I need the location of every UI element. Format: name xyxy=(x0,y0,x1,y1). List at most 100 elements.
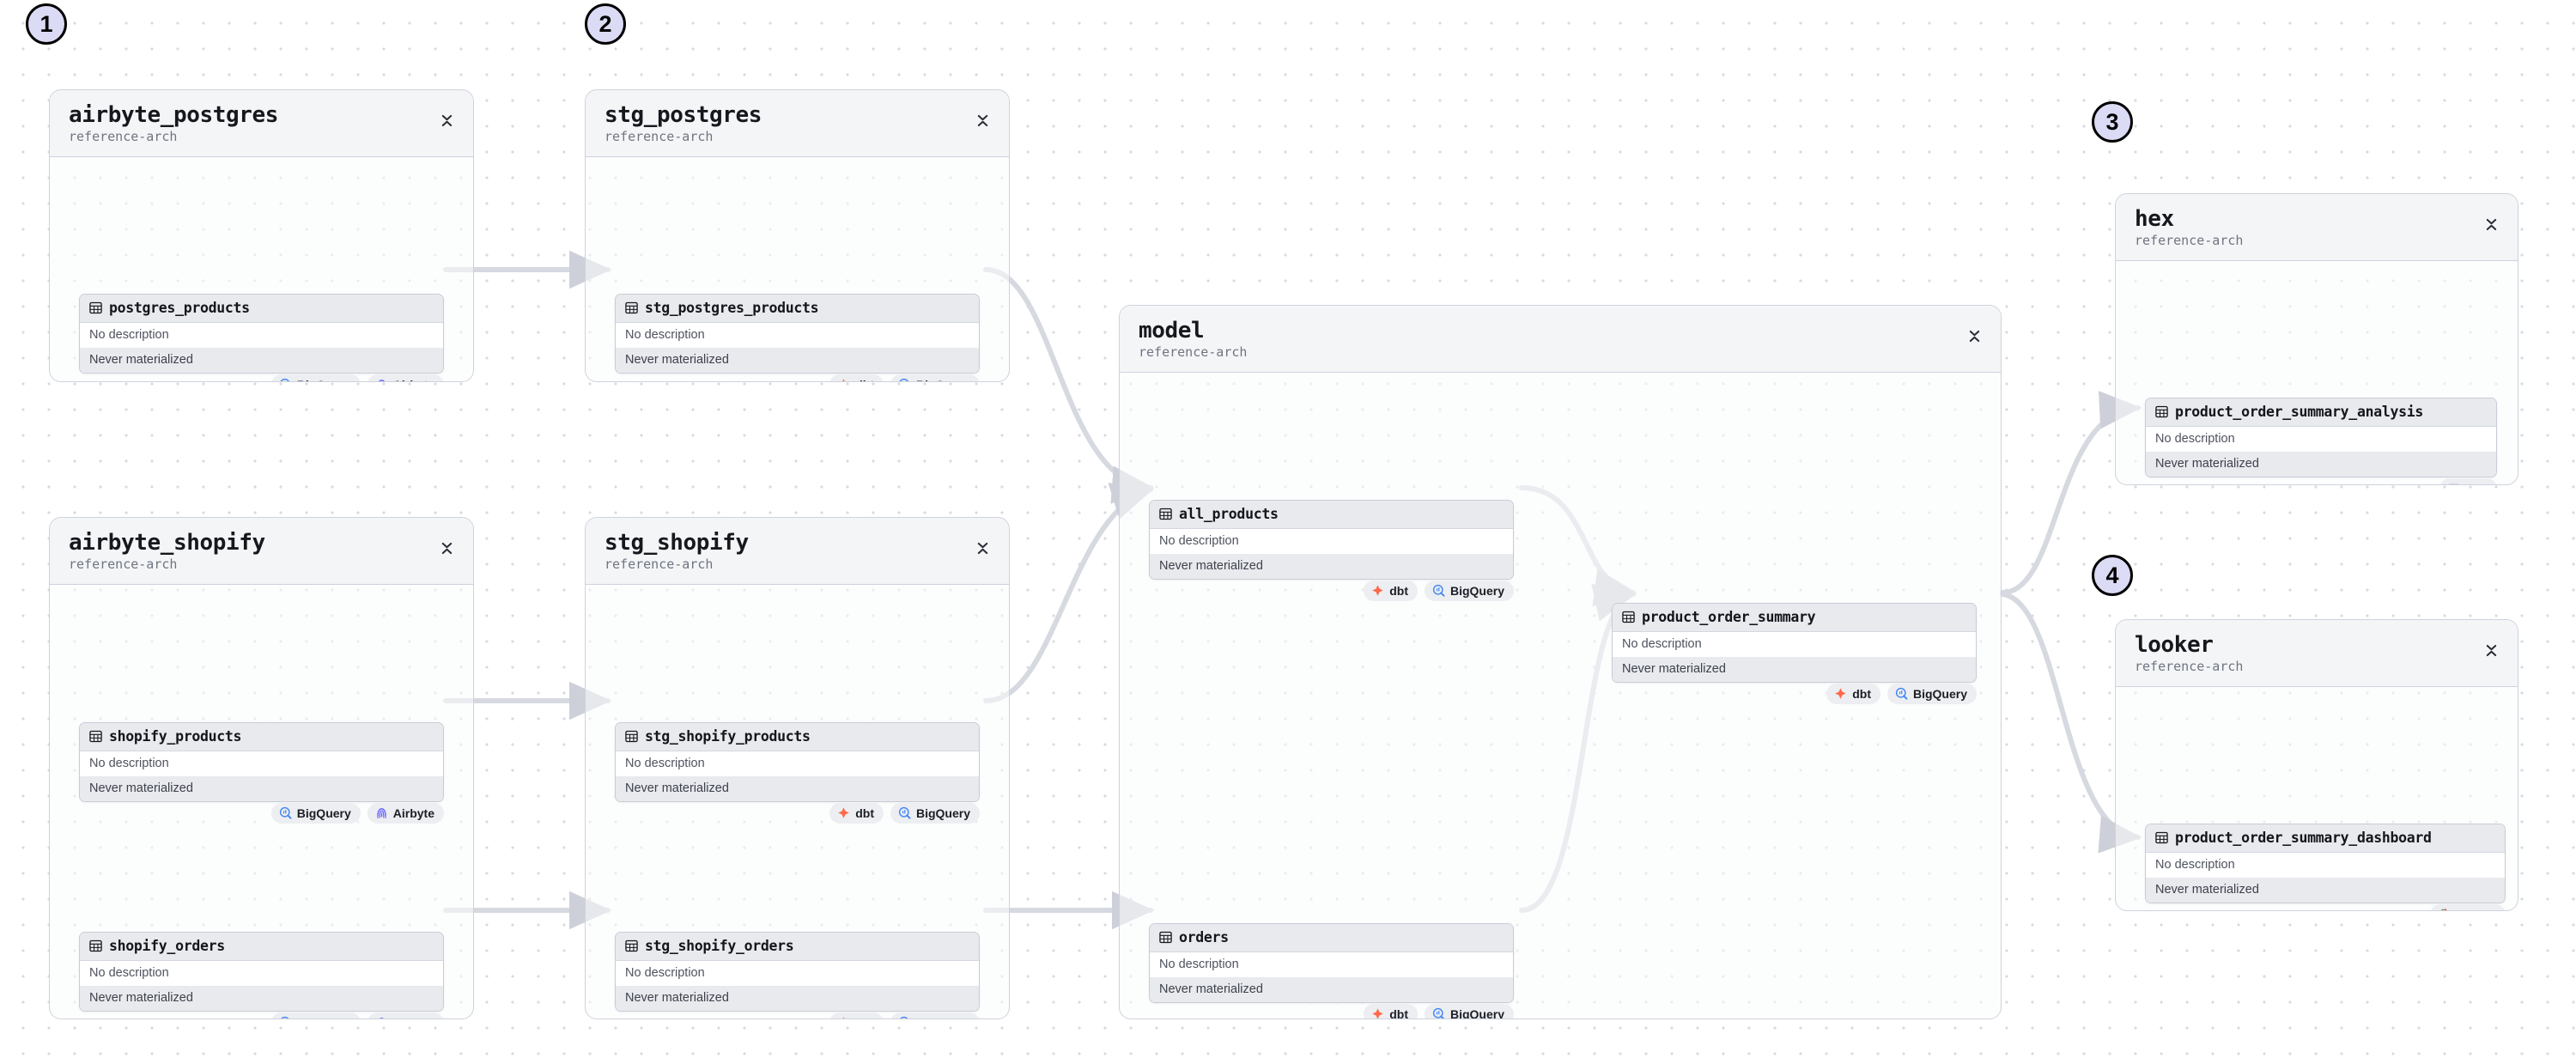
collapse-group-button[interactable] xyxy=(973,109,992,131)
integration-badge-label: BigQuery xyxy=(916,379,970,381)
asset-name: product_order_summary xyxy=(1642,608,1816,625)
integration-badge[interactable]: Airbyte xyxy=(367,802,444,824)
group-subtitle: reference-arch xyxy=(2135,233,2244,249)
integration-badge-label: BigQuery xyxy=(1449,583,1504,598)
asset-materialization: Never materialized xyxy=(80,985,443,1011)
collapse-group-button[interactable] xyxy=(1965,325,1984,347)
collapse-group-button[interactable] xyxy=(973,537,992,559)
group-subtitle: reference-arch xyxy=(1139,344,1248,361)
integration-badge[interactable]: dbt xyxy=(1364,1003,1418,1018)
asset-node-header: shopify_orders xyxy=(80,932,443,961)
bigquery-icon xyxy=(1432,584,1445,597)
integration-badge[interactable]: BigQuery xyxy=(270,1012,361,1018)
integration-badge[interactable]: BigQuery xyxy=(1424,1003,1514,1019)
dbt-icon xyxy=(1834,687,1847,700)
integration-badge-label: BigQuery xyxy=(297,379,351,381)
integration-badge-label: BigQuery xyxy=(296,806,351,820)
group-title: stg_shopify xyxy=(605,530,749,556)
asset-description: No description xyxy=(1613,631,1976,657)
integration-badge-label: dbt xyxy=(855,1017,874,1018)
table-icon xyxy=(2155,831,2168,844)
integration-badge[interactable]: dbt xyxy=(1364,580,1418,601)
integration-badges: dbt BigQuery xyxy=(1612,683,1977,704)
asset-name: orders xyxy=(1179,928,1229,945)
integration-badge[interactable]: BigQuery xyxy=(890,1012,980,1019)
integration-badge[interactable]: BigQuery xyxy=(270,374,361,382)
asset-description: No description xyxy=(2146,426,2496,452)
collapse-chevrons-icon xyxy=(2484,642,2499,659)
integration-badge[interactable]: BigQuery xyxy=(1424,580,1514,601)
integration-badges: dbt BigQuery xyxy=(1149,1003,1514,1019)
bigquery-icon xyxy=(1895,687,1908,700)
asset-description: No description xyxy=(616,960,979,986)
integration-badge[interactable]: dbt xyxy=(829,374,884,382)
dbt-icon xyxy=(837,806,850,819)
integration-badges: BigQuery Airbyte xyxy=(79,374,444,382)
table-icon xyxy=(625,301,638,314)
table-icon xyxy=(1159,931,1172,944)
integration-badge-label: BigQuery xyxy=(915,806,970,820)
collapse-group-button[interactable] xyxy=(2482,639,2500,661)
bigquery-icon xyxy=(279,378,292,382)
integration-badge[interactable]: Hex xyxy=(2439,477,2497,485)
collapse-group-button[interactable] xyxy=(2482,213,2500,235)
integration-badge[interactable]: dbt xyxy=(1826,683,1880,704)
callout-label: 1 xyxy=(39,10,53,37)
dbt-icon xyxy=(1371,584,1384,597)
group-body: all_products No description Never material… xyxy=(1120,373,2001,1019)
collapse-group-button[interactable] xyxy=(437,537,456,559)
asset-node-header: product_order_summary_analysis xyxy=(2146,398,2496,427)
asset-name: all_products xyxy=(1179,505,1279,522)
hex-icon xyxy=(2447,482,2460,485)
integration-badge[interactable]: Airbyte xyxy=(367,374,444,382)
looker-icon xyxy=(2438,908,2451,911)
bigquery-icon xyxy=(898,1016,911,1019)
asset-materialization: Never materialized xyxy=(1150,553,1513,579)
integration-badge[interactable]: Looker xyxy=(2430,903,2506,911)
integration-badge[interactable]: BigQuery xyxy=(890,374,980,381)
collapse-group-button[interactable] xyxy=(437,109,456,131)
integration-badge-label: dbt xyxy=(855,379,874,381)
group-subtitle: reference-arch xyxy=(605,556,714,573)
integration-badge[interactable]: Airbyte xyxy=(367,1012,444,1018)
integration-badge[interactable]: BigQuery xyxy=(890,802,980,824)
integration-badge[interactable]: dbt xyxy=(829,1012,884,1018)
group-subtitle: reference-arch xyxy=(69,129,178,145)
integration-badge[interactable]: dbt xyxy=(829,802,884,824)
integration-badge-label: BigQuery xyxy=(1449,1006,1504,1019)
integration-badge[interactable]: BigQuery xyxy=(1886,683,1977,704)
asset-description: No description xyxy=(80,322,443,348)
collapse-chevrons-icon xyxy=(975,112,990,129)
integration-badge[interactable]: BigQuery xyxy=(270,802,361,824)
dbt-icon xyxy=(837,378,850,382)
airbyte-icon xyxy=(375,378,388,382)
callout-2: 2 xyxy=(585,3,626,45)
table-icon xyxy=(2155,405,2168,418)
